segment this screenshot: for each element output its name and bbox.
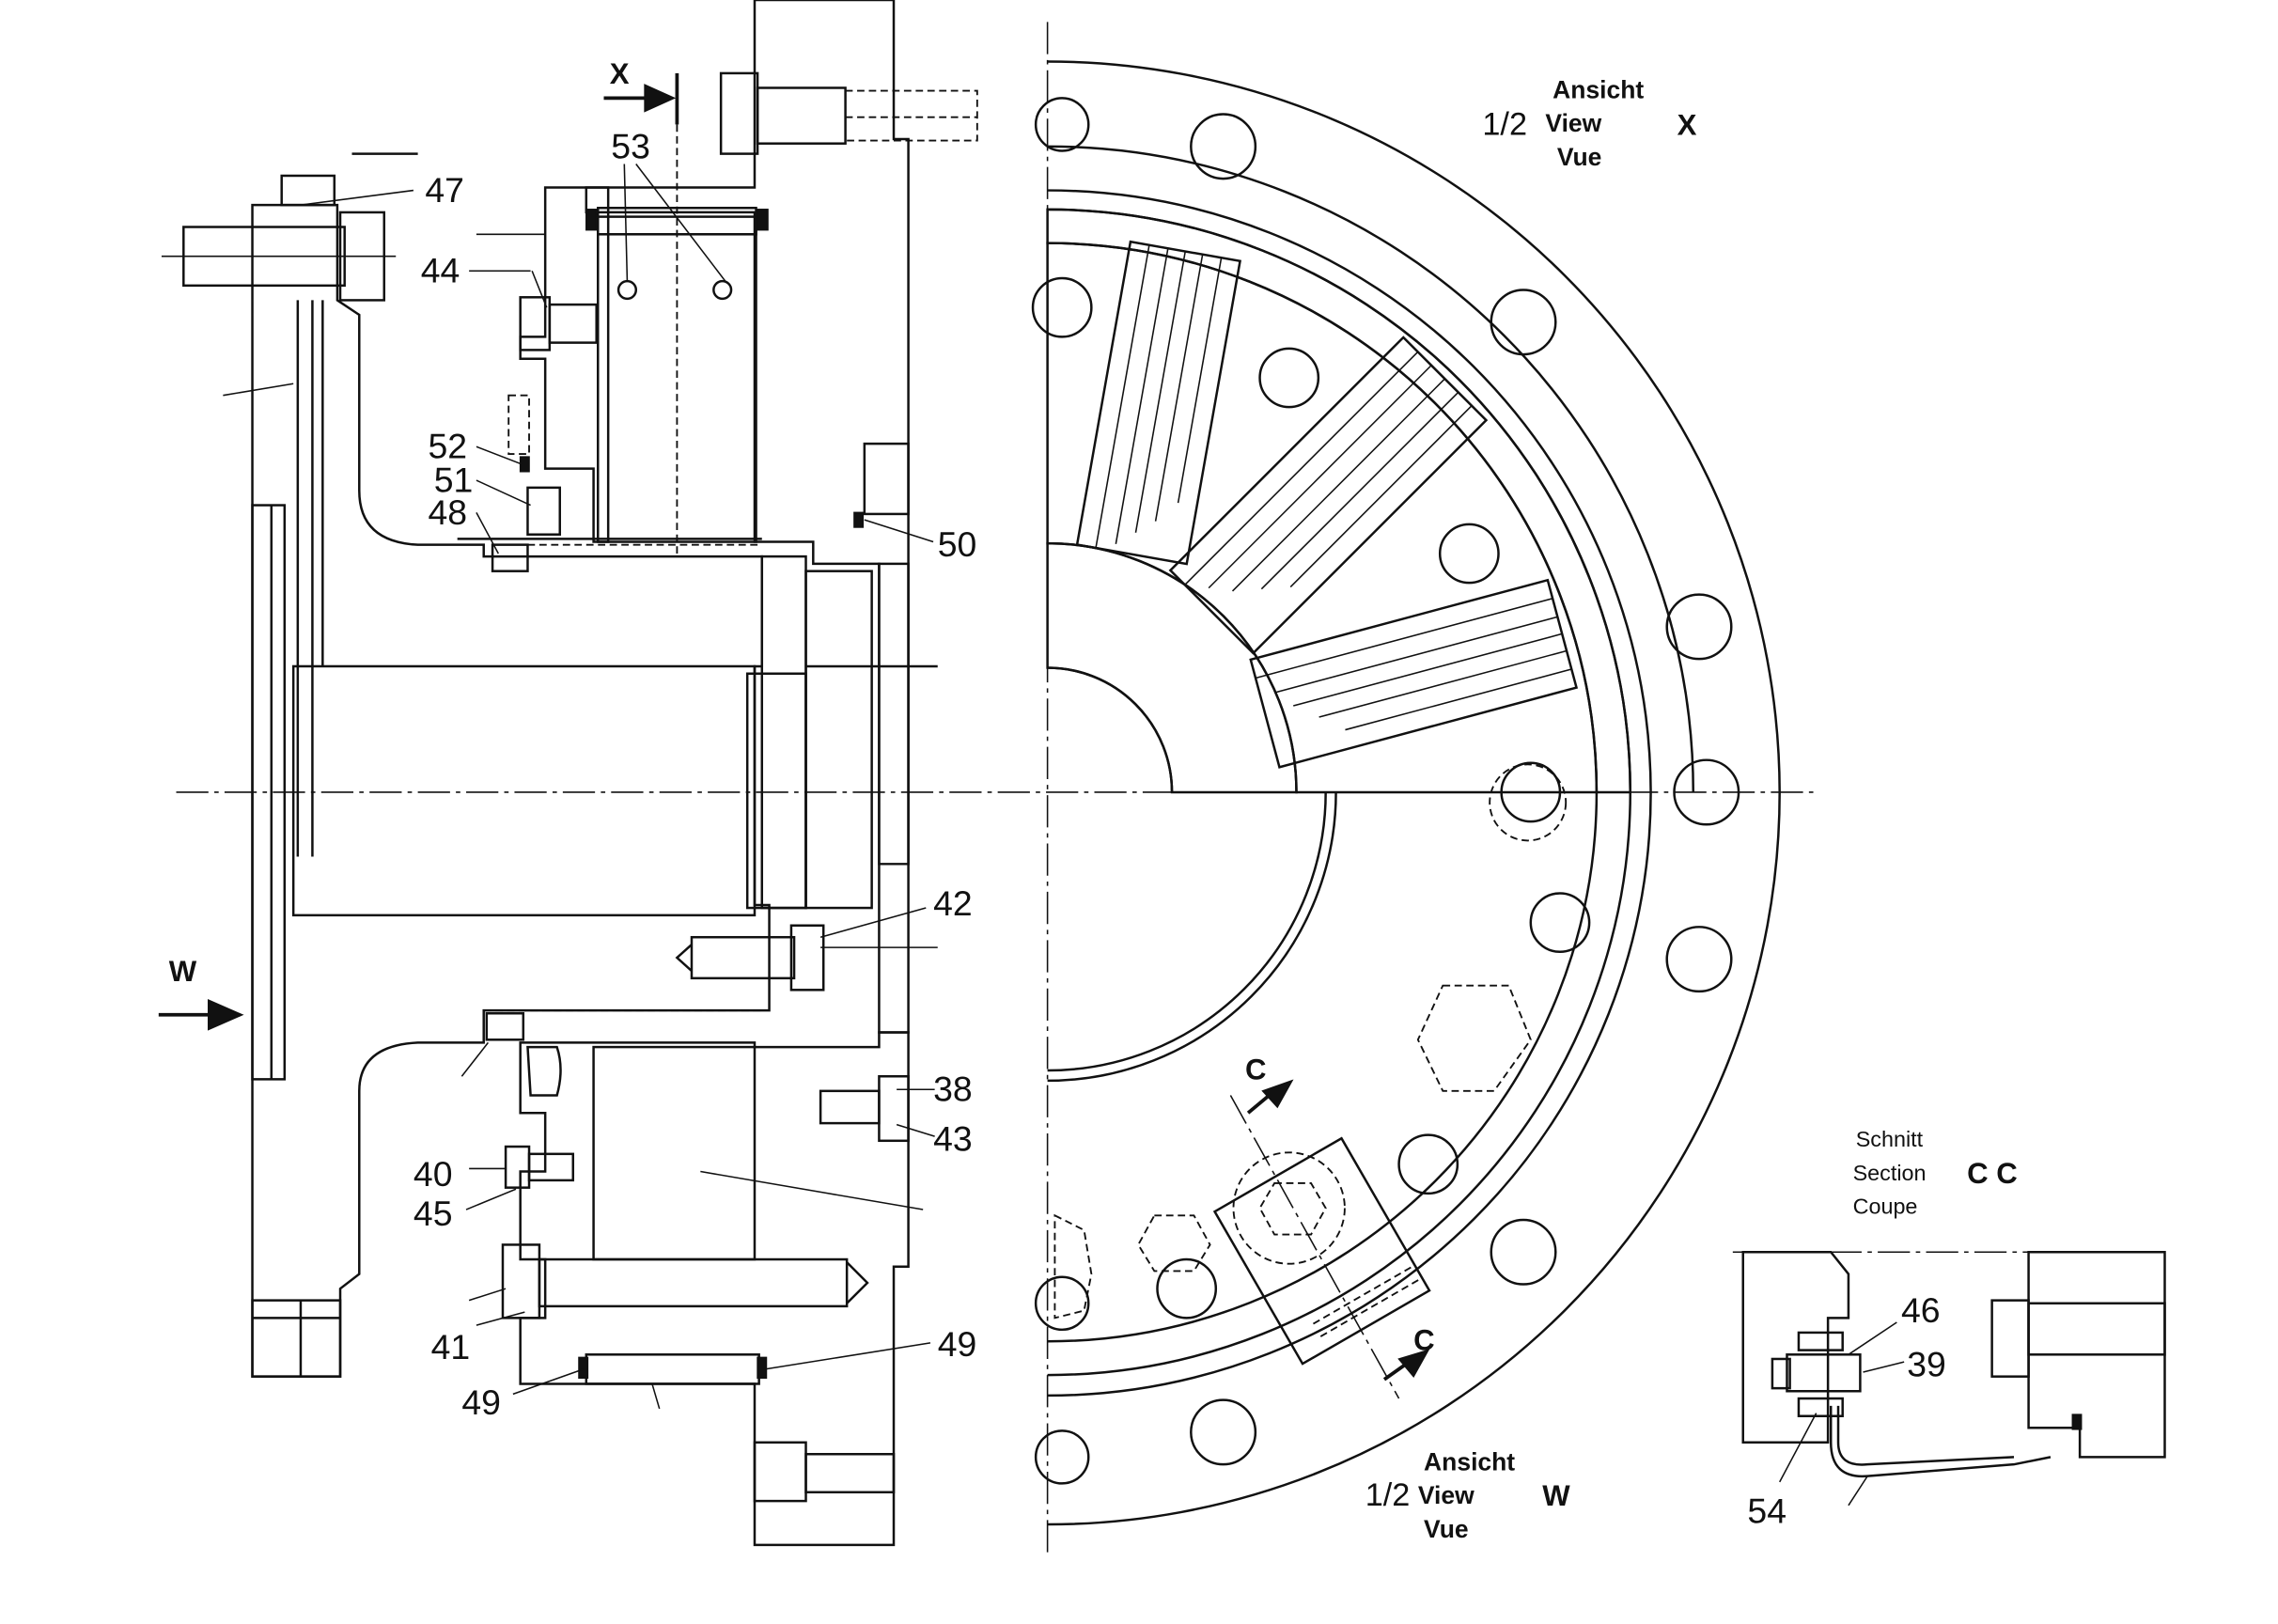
part-38: 38: [933, 1070, 973, 1109]
part-46: 46: [1901, 1290, 1941, 1330]
section-cc-letter: C C: [1967, 1157, 2018, 1190]
part-54: 54: [1747, 1491, 1787, 1530]
view-w-letter: W: [1542, 1479, 1570, 1512]
view-x-fraction: 1/2: [1482, 106, 1527, 142]
marker-w: W: [169, 955, 197, 988]
blade-packs: [1075, 240, 1579, 769]
part-41: 41: [431, 1327, 471, 1366]
section-cc-line1: Schnitt: [1856, 1127, 1924, 1151]
part-49-right: 49: [938, 1324, 977, 1364]
part-44: 44: [421, 251, 460, 290]
part-52: 52: [429, 427, 468, 466]
leader-lines: [223, 164, 938, 1410]
section-cc-line2: Section: [1853, 1161, 1927, 1185]
labels: Ansicht 1/2 View Vue X Ansicht 1/2 View …: [169, 57, 2018, 1543]
part-47: 47: [425, 170, 464, 210]
view-x-line1: Ansicht: [1552, 75, 1644, 103]
part-42: 42: [933, 883, 973, 923]
bolt-holes-lower: [1034, 892, 1733, 1485]
part-50: 50: [938, 524, 977, 564]
view-w-line3: Vue: [1424, 1515, 1469, 1543]
part-51: 51: [434, 461, 474, 500]
marker-x: X: [610, 57, 630, 90]
view-w-line1: Ansicht: [1424, 1447, 1515, 1476]
view-w-line2: View: [1418, 1481, 1474, 1509]
part-49-left: 49: [461, 1382, 501, 1422]
input-flange: [251, 203, 771, 1378]
section-cc-line3: Coupe: [1853, 1195, 1918, 1219]
part-39: 39: [1907, 1345, 1946, 1384]
view-x-line2: View: [1545, 109, 1601, 137]
view-x-letter: X: [1677, 108, 1697, 141]
marker-c-top: C: [1245, 1053, 1267, 1085]
half-views: [1031, 22, 1781, 1555]
part-53: 53: [611, 126, 650, 165]
view-w-fraction: 1/2: [1365, 1477, 1411, 1513]
part-48: 48: [429, 492, 468, 532]
bolt-holes-upper: [1034, 97, 1740, 826]
view-x-line3: Vue: [1557, 143, 1602, 171]
housing-upper-core: [585, 0, 910, 866]
housing-lower: [519, 1031, 910, 1547]
section-cc-inset: [1732, 1250, 2168, 1507]
part-45: 45: [413, 1194, 453, 1233]
marker-c-bottom: C: [1413, 1324, 1435, 1357]
part-40: 40: [413, 1154, 453, 1194]
housing-upper-left: [519, 186, 610, 543]
part-43: 43: [933, 1119, 973, 1159]
sectional-view: [158, 0, 1817, 1547]
